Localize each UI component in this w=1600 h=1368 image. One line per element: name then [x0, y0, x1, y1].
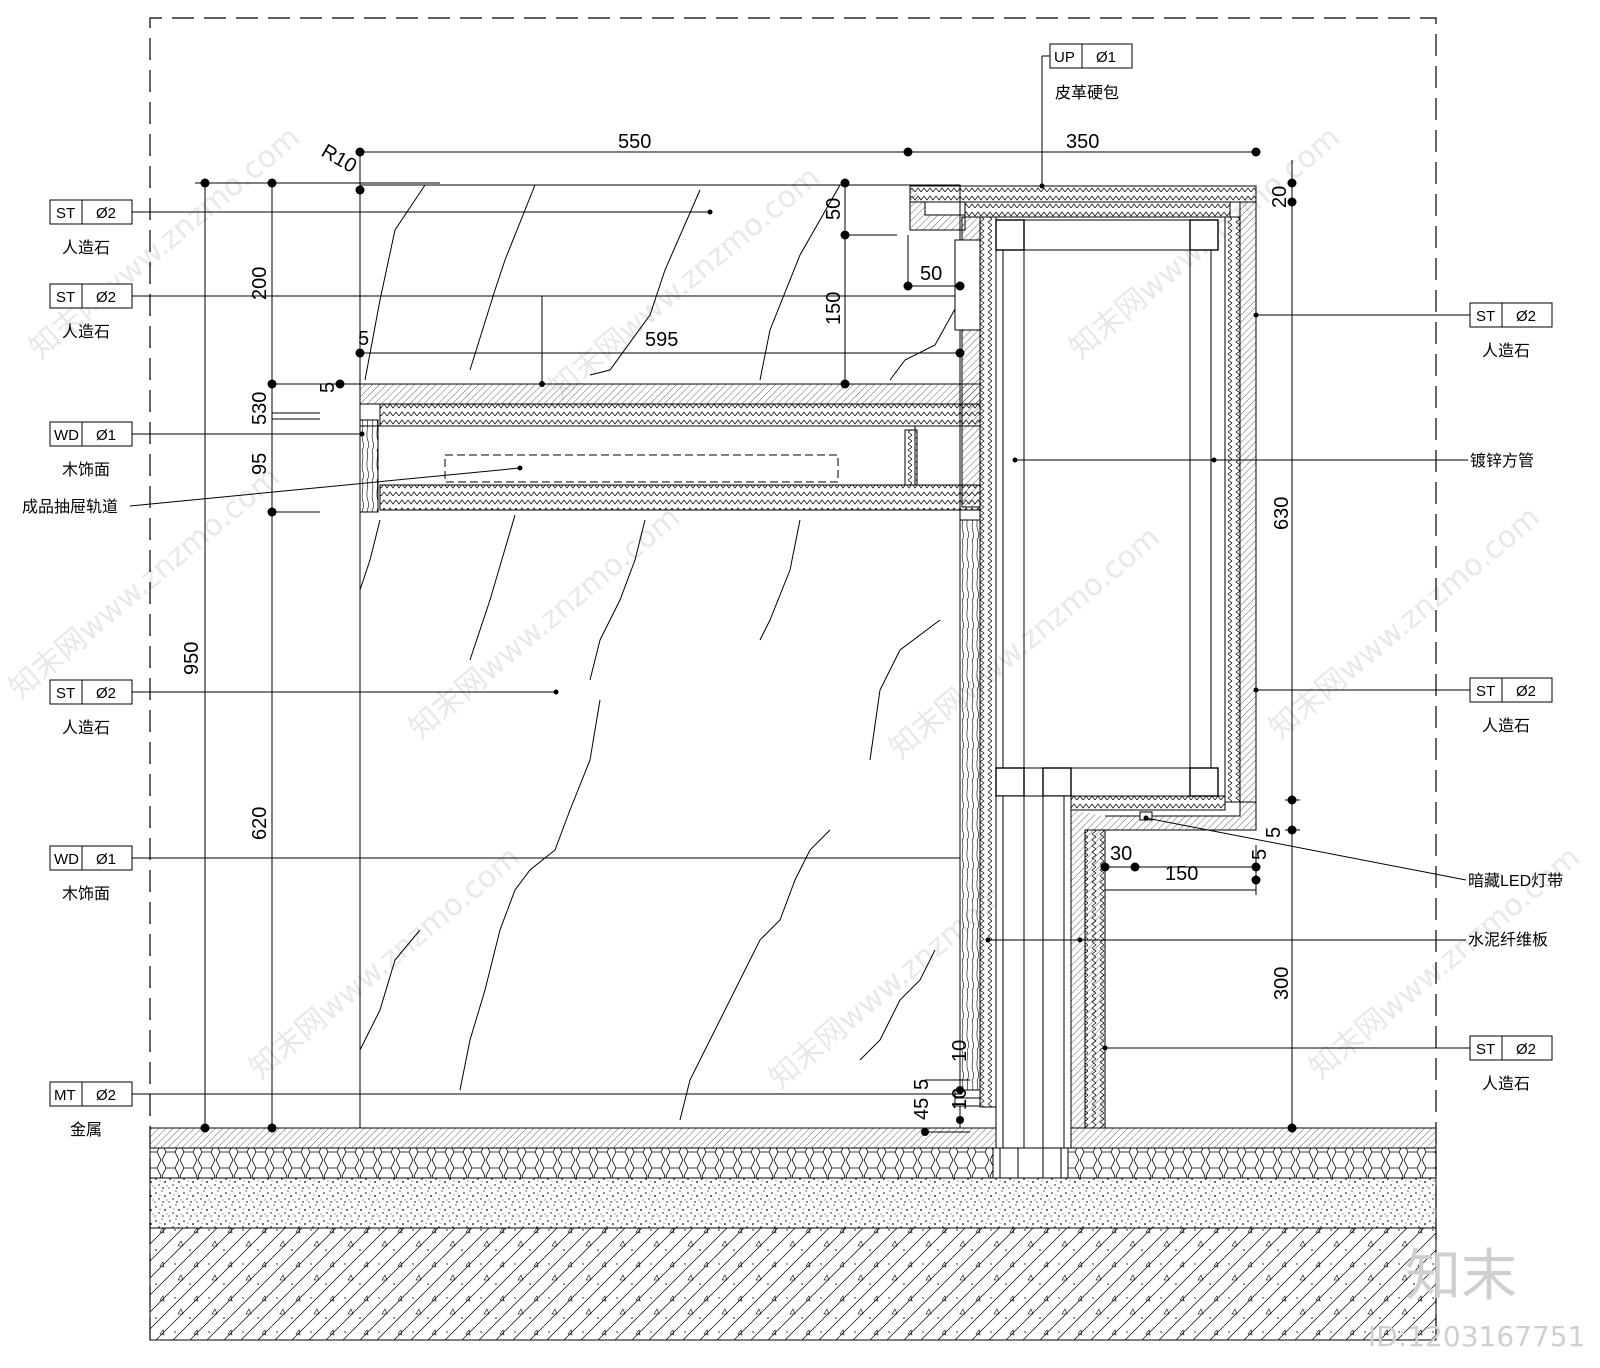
material-tag: WD Ø1 木饰面	[49, 845, 133, 903]
dim-630: 630	[1271, 497, 1293, 530]
dim-95: 95	[249, 453, 271, 475]
tag-code: ST	[56, 289, 75, 306]
watermark-text: 知末网www.znzmo.com	[883, 520, 1167, 766]
back-side	[909, 185, 1257, 1149]
material-tag: ST Ø2 人造石	[1469, 1035, 1553, 1093]
tag-code: ST	[1476, 683, 1495, 700]
tag-label: 木饰面	[62, 885, 110, 903]
dim-950: 950	[181, 642, 203, 675]
dim-5c: 5	[1263, 827, 1285, 838]
dim-150b: 150	[1165, 863, 1198, 885]
callout-steel-tube: 镀锌方管	[1470, 452, 1534, 470]
dim-10a: 10	[949, 1040, 971, 1062]
watermark-text: 知末网www.znzmo.com	[543, 160, 827, 406]
watermark-layer: 知末网www.znzmo.com 知末网www.znzmo.com 知末网www…	[3, 120, 1587, 1096]
dim-150: 150	[823, 292, 845, 325]
tag-code: ST	[56, 205, 75, 222]
dim-5e: 5	[911, 1079, 933, 1090]
dim-350: 350	[1066, 131, 1099, 153]
brand-watermark: 知末 ID:1203167751	[1368, 1244, 1585, 1353]
tag-label: 金属	[70, 1121, 102, 1139]
tag-num: Ø2	[1516, 683, 1536, 700]
dim-45: 45	[911, 1098, 933, 1120]
tag-code: ST	[1476, 1041, 1495, 1058]
material-tag: ST Ø2 人造石	[49, 199, 133, 257]
watermark-text: 知末网www.znzmo.com	[1263, 500, 1547, 746]
watermark-text: 知末网www.znzmo.com	[403, 500, 687, 746]
right-tags: ST Ø2 人造石 镀锌方管 ST Ø2 人造石 暗藏LED灯带 水泥纤维板	[985, 302, 1563, 1093]
floor-layers	[149, 1127, 1437, 1341]
tag-label: 人造石	[1482, 342, 1530, 360]
watermark-text: 知末网www.znzmo.com	[3, 460, 287, 706]
dim-5b: 5	[317, 382, 339, 393]
tag-num: Ø1	[1096, 49, 1116, 66]
dim-20: 20	[1269, 186, 1291, 208]
tag-num: Ø2	[1516, 308, 1536, 325]
tag-label: 人造石	[1482, 717, 1530, 735]
top-tag: UP Ø1 皮革硬包	[1039, 43, 1133, 189]
dim-5d: 5	[1249, 849, 1271, 860]
material-tag: ST Ø2 人造石	[1469, 302, 1553, 360]
tag-code: WD	[54, 851, 79, 868]
tag-num: Ø2	[96, 1087, 116, 1104]
image-id-text: ID:1203167751	[1368, 1320, 1585, 1353]
brand-logo-text: 知末	[1405, 1244, 1517, 1309]
callout-cement-board: 水泥纤维板	[1468, 931, 1548, 949]
tag-num: Ø2	[96, 289, 116, 306]
material-tag: ST Ø2 人造石	[49, 283, 133, 341]
tag-code: WD	[54, 427, 79, 444]
tag-label: 人造石	[62, 719, 110, 737]
material-tag: ST Ø2 人造石	[1469, 677, 1553, 735]
tag-num: Ø2	[1516, 1041, 1536, 1058]
dim-300: 300	[1271, 967, 1293, 1000]
tag-code: UP	[1054, 49, 1075, 66]
material-tag: MT Ø2 金属	[49, 1081, 133, 1139]
dimension-lines	[195, 147, 1300, 1136]
tag-num: Ø2	[96, 685, 116, 702]
tag-code: ST	[1476, 308, 1495, 325]
tag-num: Ø1	[96, 851, 116, 868]
dim-530: 530	[249, 392, 271, 425]
tag-label: 人造石	[62, 239, 110, 257]
dim-200: 200	[249, 267, 271, 300]
dim-30: 30	[1110, 843, 1132, 865]
tag-label: 木饰面	[62, 461, 110, 479]
callout-drawer-rail: 成品抽屉轨道	[22, 498, 118, 516]
dim-10b: 10	[949, 1088, 971, 1110]
tag-code: ST	[56, 685, 75, 702]
watermark-text: 知末网www.znzmo.com	[243, 840, 527, 1086]
tag-num: Ø1	[96, 427, 116, 444]
material-tag: ST Ø2 人造石	[49, 679, 133, 737]
dim-50: 50	[823, 198, 845, 220]
dim-50b: 50	[920, 263, 942, 285]
dim-5a: 5	[358, 328, 369, 350]
dim-radius: R10	[318, 140, 361, 177]
left-tags: ST Ø2 人造石 ST Ø2 人造石 WD Ø1 木饰面 成品抽屉轨道	[22, 199, 962, 1139]
tag-code: MT	[54, 1087, 76, 1104]
callout-led: 暗藏LED灯带	[1468, 872, 1563, 890]
dim-620: 620	[249, 807, 271, 840]
tag-num: Ø2	[96, 205, 116, 222]
tag-label: 人造石	[1482, 1075, 1530, 1093]
countertop	[359, 383, 981, 513]
dimension-texts: 550 350 R10 200 50 50 150 5 595 5 530 95…	[181, 131, 1293, 1120]
dim-595: 595	[645, 329, 678, 351]
tag-label: 人造石	[62, 323, 110, 341]
material-tag: WD Ø1 木饰面	[49, 421, 133, 479]
frame-border	[149, 17, 1437, 1340]
tag-label: 皮革硬包	[1055, 84, 1119, 102]
dim-550: 550	[618, 131, 651, 153]
